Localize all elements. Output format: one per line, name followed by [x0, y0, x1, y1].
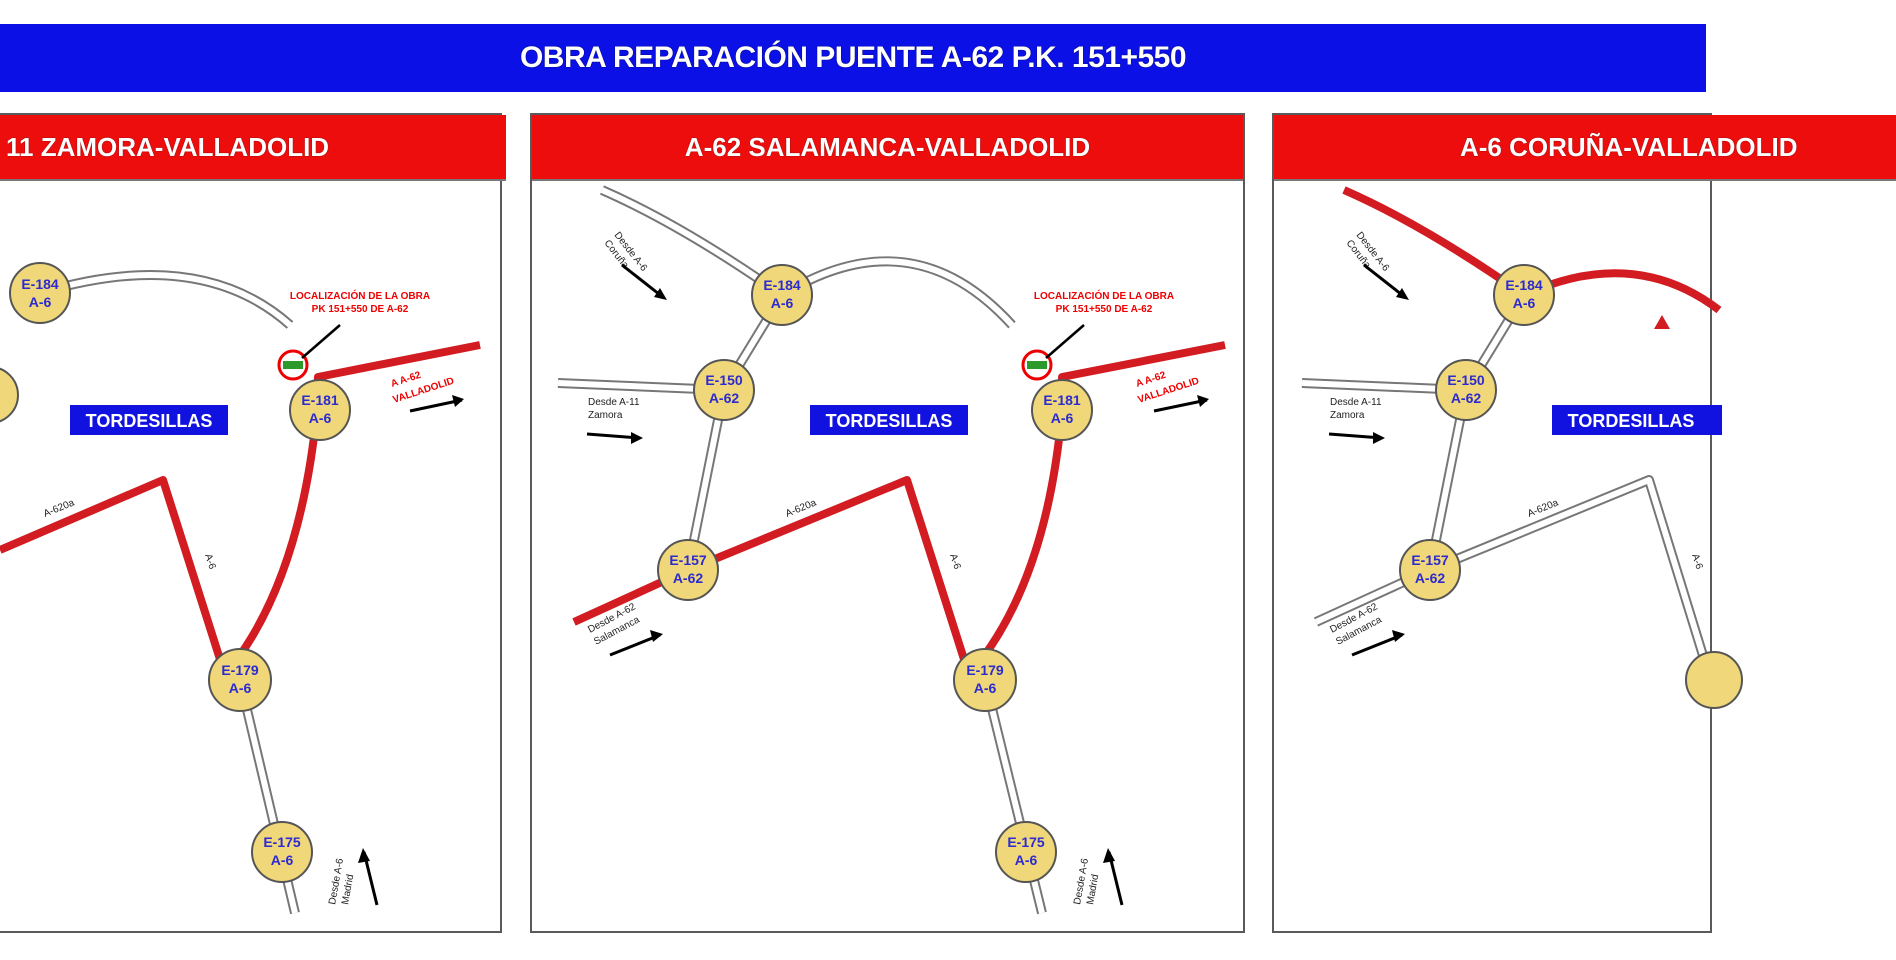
panel-coruna-valladolid: A-6 CORUÑA-VALLADOLID Desde A-6 Coruña D…: [1272, 113, 1896, 933]
bottom-label-line2: Madrid: [340, 873, 356, 905]
route-map: LOCALIZACIÓN DE LA OBRA PK 151+550 DE A-…: [0, 262, 481, 915]
svg-text:E-184: E-184: [763, 277, 801, 293]
gray-road-top-arc: [38, 270, 294, 329]
junction-node: E-150 A-62: [1435, 359, 1497, 421]
junction-node: E-184 A-6: [1493, 264, 1555, 326]
junction-node: E-157 A-62: [1399, 539, 1461, 601]
zamora-label-line2: Zamora: [588, 410, 623, 421]
panel-salamanca-valladolid: A-62 SALAMANCA-VALLADOLID LOCALIZACIÓN D…: [530, 113, 1245, 933]
junction-node: E-181 A-6: [289, 379, 351, 441]
junction-node: E-150 A-62: [693, 359, 755, 421]
svg-text:A-6: A-6: [229, 680, 252, 696]
junction-node: E-181 A-6: [1031, 379, 1093, 441]
junction-node-partial: [1685, 651, 1743, 709]
work-label-line2: PK 151+550 DE A-62: [312, 304, 409, 315]
arrow-icon: [1363, 263, 1409, 300]
svg-text:E-157: E-157: [669, 552, 707, 568]
zamora-label-line1: Desde A-11: [1330, 397, 1382, 408]
arrow-icon: [1351, 630, 1405, 657]
warning-icon: [1654, 315, 1670, 329]
svg-text:E-184: E-184: [1505, 277, 1543, 293]
town-badge-bg: [1552, 405, 1722, 435]
svg-text:E-150: E-150: [1447, 372, 1485, 388]
work-label-line1: LOCALIZACIÓN DE LA OBRA: [290, 289, 430, 302]
svg-text:A-62: A-62: [1451, 390, 1482, 406]
junction-node-partial: [0, 367, 19, 423]
junction-node: E-179 A-6: [953, 648, 1017, 712]
svg-text:E-175: E-175: [263, 834, 301, 850]
work-pointer: [301, 324, 341, 359]
junction-node: E-175 A-6: [251, 821, 313, 883]
svg-text:E-175: E-175: [1007, 834, 1045, 850]
road-label-a6: A-6: [1689, 553, 1704, 572]
arrow-icon: [1153, 395, 1209, 413]
panel-header: 11 ZAMORA-VALLADOLID: [0, 115, 506, 181]
gray-road-link: [683, 292, 787, 571]
arrow-up-icon: [358, 848, 379, 906]
arrow-icon: [1328, 432, 1385, 444]
svg-text:E-179: E-179: [966, 662, 1004, 678]
svg-text:E-179: E-179: [221, 662, 259, 678]
svg-text:A-6: A-6: [771, 295, 794, 311]
svg-text:A-6: A-6: [271, 852, 294, 868]
svg-text:E-181: E-181: [1043, 392, 1081, 408]
svg-text:A-62: A-62: [709, 390, 740, 406]
svg-text:A-6: A-6: [309, 410, 332, 426]
panel-header: A-62 SALAMANCA-VALLADOLID: [532, 115, 1243, 181]
junction-node: E-179 A-6: [208, 648, 272, 712]
road-label-a6: A-6: [202, 553, 217, 572]
junction-node: E-184 A-6: [9, 262, 71, 324]
arrow-icon: [621, 263, 667, 300]
junction-node: E-175 A-6: [995, 821, 1057, 883]
svg-text:A-6: A-6: [1051, 410, 1074, 426]
work-label-line1: LOCALIZACIÓN DE LA OBRA: [1034, 289, 1174, 302]
svg-text:E-184: E-184: [21, 276, 59, 292]
arrow-icon: [609, 630, 663, 657]
svg-text:A-62: A-62: [673, 570, 704, 586]
road-label-a6: A-6: [947, 553, 962, 572]
town-name: TORDESILLAS: [1568, 411, 1695, 431]
work-location-marker: [277, 349, 309, 381]
junction-node: E-184 A-6: [751, 264, 813, 326]
work-label-line2: PK 151+550 DE A-62: [1056, 304, 1153, 315]
svg-text:A-6: A-6: [29, 294, 52, 310]
gray-road-link: [1425, 292, 1529, 571]
panel-header: A-6 CORUÑA-VALLADOLID: [1274, 115, 1896, 181]
svg-text:E-181: E-181: [301, 392, 339, 408]
svg-text:A-6: A-6: [1513, 295, 1536, 311]
town-name: TORDESILLAS: [826, 411, 953, 431]
work-pointer: [1045, 324, 1085, 359]
route-map: Desde A-6 Coruña Desde A-11 Zamora A-620…: [1301, 186, 1743, 709]
zamora-label-line2: Zamora: [1330, 410, 1365, 421]
svg-text:A-62: A-62: [1415, 570, 1446, 586]
panel-zamora-valladolid: 11 ZAMORA-VALLADOLID LOCALIZACIÓN DE LA …: [0, 113, 506, 933]
junction-node: E-157 A-62: [657, 539, 719, 601]
arrow-icon: [409, 395, 464, 413]
zamora-label-line1: Desde A-11: [588, 397, 640, 408]
svg-text:A-6: A-6: [974, 680, 997, 696]
svg-text:E-157: E-157: [1411, 552, 1449, 568]
arrow-up-icon: [1103, 848, 1124, 906]
arrow-icon: [586, 432, 643, 444]
detour-route: [572, 341, 1226, 679]
gray-road-a620a: [1313, 475, 1714, 677]
route-map: LOCALIZACIÓN DE LA OBRA PK 151+550 DE A-…: [557, 185, 1226, 915]
town-name: TORDESILLAS: [86, 411, 213, 431]
bottom-label-line2: Madrid: [1085, 873, 1101, 905]
town-badge-bg: [70, 405, 228, 435]
svg-text:A-6: A-6: [1015, 852, 1038, 868]
svg-text:E-150: E-150: [705, 372, 743, 388]
work-location-marker: [1021, 349, 1053, 381]
town-badge-bg: [810, 405, 968, 435]
page-title: OBRA REPARACIÓN PUENTE A-62 P.K. 151+550: [0, 24, 1706, 92]
